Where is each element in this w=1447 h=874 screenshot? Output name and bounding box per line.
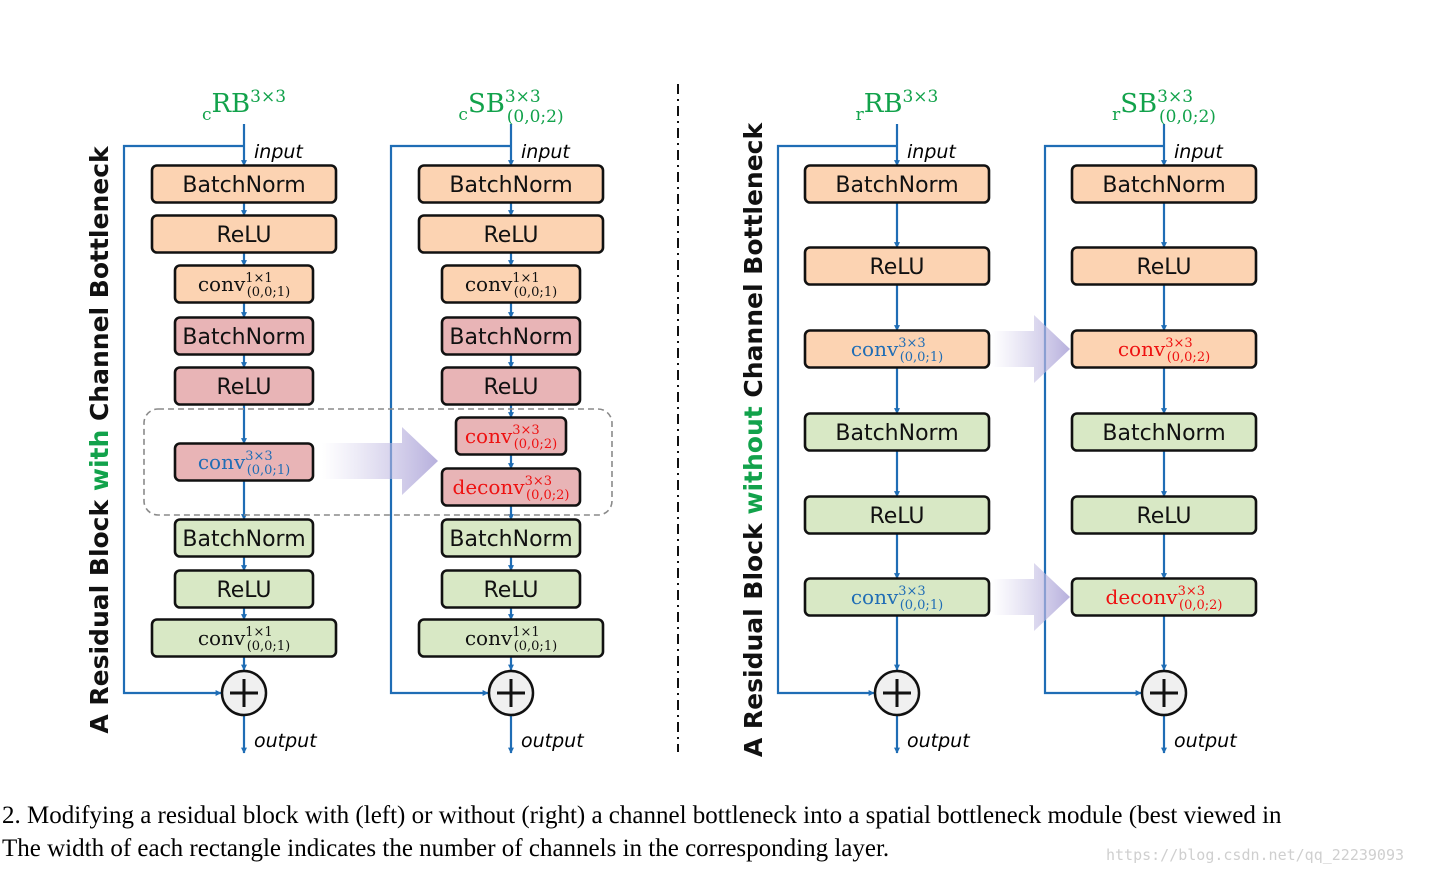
svg-text:BatchNorm: BatchNorm bbox=[835, 421, 958, 446]
output-label: output bbox=[1174, 730, 1238, 752]
svg-text:conv3×3(0,0;1): conv3×3(0,0;1) bbox=[851, 584, 943, 613]
highlight-region bbox=[143, 408, 613, 516]
deconv-block: deconv3×3(0,0;2) bbox=[440, 467, 582, 507]
svg-text:BatchNorm: BatchNorm bbox=[449, 527, 572, 552]
conv-block: conv3×3(0,0;1) bbox=[173, 442, 315, 482]
output-label: output bbox=[254, 730, 318, 752]
svg-text:conv1×1(0,0;1): conv1×1(0,0;1) bbox=[198, 271, 290, 300]
vertical-side-label: A Residual Block without Channel Bottlen… bbox=[739, 122, 768, 758]
relu-block: ReLU bbox=[173, 366, 315, 406]
block-title: cSB3×3(0,0;2) bbox=[458, 87, 563, 127]
svg-text:BatchNorm: BatchNorm bbox=[835, 173, 958, 198]
batchnorm-block: BatchNorm bbox=[417, 164, 605, 204]
input-label: input bbox=[521, 141, 571, 163]
relu-block: ReLU bbox=[803, 495, 991, 535]
output-label: output bbox=[521, 730, 585, 752]
input-label: input bbox=[254, 141, 304, 163]
conv-block: conv1×1(0,0;1) bbox=[417, 618, 605, 658]
svg-text:conv1×1(0,0;1): conv1×1(0,0;1) bbox=[465, 271, 557, 300]
svg-text:ReLU: ReLU bbox=[216, 375, 271, 400]
svg-text:BatchNorm: BatchNorm bbox=[182, 173, 305, 198]
svg-text:conv3×3(0,0;1): conv3×3(0,0;1) bbox=[198, 449, 290, 478]
conv-block: conv3×3(0,0;1) bbox=[803, 577, 991, 617]
vertical-side-label: A Residual Block with Channel Bottleneck bbox=[85, 145, 114, 734]
block-title: cRB3×3 bbox=[202, 87, 286, 125]
layer-blocks: BatchNormReLUconv1×1(0,0;1)BatchNormReLU… bbox=[150, 164, 1258, 717]
diagram-labels: cRB3×3 input output cSB3×3(0,0;2) input outpu… bbox=[85, 87, 1238, 757]
svg-text:conv1×1(0,0;1): conv1×1(0,0;1) bbox=[465, 625, 557, 654]
conv-block: conv3×3(0,0;1) bbox=[803, 329, 991, 369]
batchnorm-block: BatchNorm bbox=[173, 316, 315, 356]
svg-text:BatchNorm: BatchNorm bbox=[449, 325, 572, 350]
skip-connection bbox=[776, 144, 897, 696]
skip-connection bbox=[1043, 144, 1164, 696]
svg-text:BatchNorm: BatchNorm bbox=[449, 173, 572, 198]
svg-text:BatchNorm: BatchNorm bbox=[182, 325, 305, 350]
conv-block: conv3×3(0,0;2) bbox=[454, 416, 568, 456]
svg-text:BatchNorm: BatchNorm bbox=[1102, 421, 1225, 446]
svg-text:BatchNorm: BatchNorm bbox=[182, 527, 305, 552]
residual-block-diagram: BatchNormReLUconv1×1(0,0;1)BatchNormReLU… bbox=[85, 84, 1258, 757]
block-arrow-icon bbox=[322, 427, 438, 495]
svg-text:ReLU: ReLU bbox=[483, 223, 538, 248]
batchnorm-block: BatchNorm bbox=[440, 518, 582, 558]
batchnorm-block: BatchNorm bbox=[173, 518, 315, 558]
svg-text:deconv3×3(0,0;2): deconv3×3(0,0;2) bbox=[1106, 584, 1223, 613]
block-arrow-icon bbox=[992, 315, 1070, 383]
batchnorm-block: BatchNorm bbox=[1070, 164, 1258, 204]
svg-text:conv3×3(0,0;2): conv3×3(0,0;2) bbox=[1118, 336, 1210, 365]
relu-block: ReLU bbox=[417, 214, 605, 254]
batchnorm-block: BatchNorm bbox=[803, 412, 991, 452]
figure-caption-line-2: The width of each rectangle indicates th… bbox=[2, 835, 890, 862]
circled-plus-icon bbox=[220, 669, 268, 717]
relu-block: ReLU bbox=[1070, 495, 1258, 535]
svg-text:ReLU: ReLU bbox=[483, 578, 538, 603]
input-label: input bbox=[1174, 141, 1224, 163]
skip-connection bbox=[389, 144, 511, 696]
skip-connection bbox=[122, 144, 244, 696]
svg-text:ReLU: ReLU bbox=[216, 578, 271, 603]
svg-text:ReLU: ReLU bbox=[869, 255, 924, 280]
svg-text:conv3×3(0,0;1): conv3×3(0,0;1) bbox=[851, 336, 943, 365]
conv-block: conv1×1(0,0;1) bbox=[440, 264, 582, 304]
relu-block: ReLU bbox=[1070, 246, 1258, 286]
relu-block: ReLU bbox=[173, 569, 315, 609]
svg-text:ReLU: ReLU bbox=[483, 375, 538, 400]
svg-text:ReLU: ReLU bbox=[216, 223, 271, 248]
input-label: input bbox=[907, 141, 957, 163]
circled-plus-icon bbox=[487, 669, 535, 717]
svg-text:BatchNorm: BatchNorm bbox=[1102, 173, 1225, 198]
batchnorm-block: BatchNorm bbox=[1070, 412, 1258, 452]
relu-block: ReLU bbox=[440, 569, 582, 609]
svg-text:conv1×1(0,0;1): conv1×1(0,0;1) bbox=[198, 625, 290, 654]
batchnorm-block: BatchNorm bbox=[440, 316, 582, 356]
watermark: https://blog.csdn.net/qq_22239093 bbox=[1106, 846, 1405, 864]
relu-block: ReLU bbox=[803, 246, 991, 286]
conv-block: conv3×3(0,0;2) bbox=[1070, 329, 1258, 369]
output-label: output bbox=[907, 730, 971, 752]
block-arrow-icon bbox=[992, 563, 1070, 631]
svg-text:ReLU: ReLU bbox=[1136, 504, 1191, 529]
circled-plus-icon bbox=[873, 669, 921, 717]
connection-arrows bbox=[122, 84, 1167, 754]
svg-text:ReLU: ReLU bbox=[869, 504, 924, 529]
svg-text:deconv3×3(0,0;2): deconv3×3(0,0;2) bbox=[453, 474, 570, 503]
svg-text:conv3×3(0,0;2): conv3×3(0,0;2) bbox=[465, 423, 557, 452]
batchnorm-block: BatchNorm bbox=[150, 164, 338, 204]
svg-text:ReLU: ReLU bbox=[1136, 255, 1191, 280]
figure-caption-line-1: 2. Modifying a residual block with (left… bbox=[2, 802, 1282, 829]
relu-block: ReLU bbox=[150, 214, 338, 254]
block-title: rSB3×3(0,0;2) bbox=[1112, 87, 1216, 127]
conv-block: conv1×1(0,0;1) bbox=[150, 618, 338, 658]
batchnorm-block: BatchNorm bbox=[803, 164, 991, 204]
circled-plus-icon bbox=[1140, 669, 1188, 717]
deconv-block: deconv3×3(0,0;2) bbox=[1070, 577, 1258, 617]
block-title: rRB3×3 bbox=[856, 87, 939, 125]
conv-block: conv1×1(0,0;1) bbox=[173, 264, 315, 304]
relu-block: ReLU bbox=[440, 366, 582, 406]
